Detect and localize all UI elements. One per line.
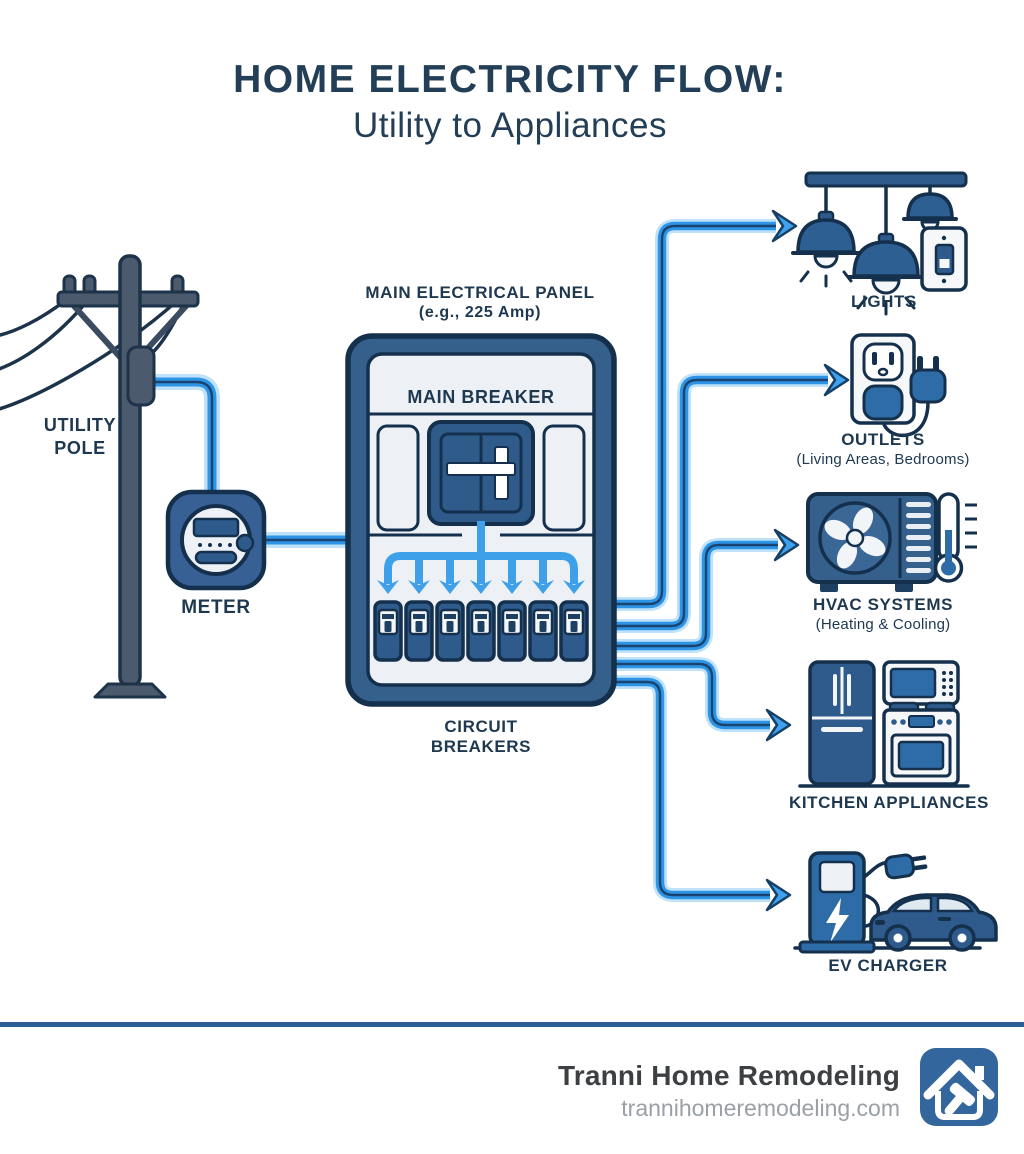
inserted-plug bbox=[862, 384, 904, 421]
vents bbox=[906, 502, 931, 573]
pole-base bbox=[93, 682, 167, 699]
lights-label: LIGHTS bbox=[851, 292, 917, 311]
main-breaker-label: MAIN BREAKER bbox=[407, 387, 555, 407]
kitchen-appliances-icon bbox=[798, 660, 970, 788]
lightning-bolt bbox=[826, 898, 849, 943]
power-wire bbox=[0, 298, 180, 411]
lights-icon bbox=[791, 171, 968, 316]
panel-subtitle: (e.g., 225 Amp) bbox=[418, 304, 542, 321]
outlets-label: OUTLETS bbox=[841, 430, 925, 449]
ev-charger-icon bbox=[793, 851, 998, 954]
power-wire bbox=[0, 298, 68, 337]
bulb bbox=[813, 254, 839, 269]
pole bbox=[118, 254, 142, 688]
refrigerator bbox=[808, 660, 876, 786]
panel-title: MAIN ELECTRICAL PANEL bbox=[365, 283, 595, 302]
footer-text-block: Tranni Home Remodeling trannihomeremodel… bbox=[558, 1060, 900, 1122]
utility-pole-icon bbox=[0, 254, 200, 699]
meter-icon bbox=[165, 489, 267, 591]
arrow-to-outlets bbox=[823, 363, 850, 397]
meter-display bbox=[192, 517, 240, 538]
plug-cord bbox=[881, 400, 930, 438]
hammer-icon bbox=[944, 1082, 976, 1116]
electric-car bbox=[869, 893, 998, 952]
circuit-breakers-label-line2: BREAKERS bbox=[430, 737, 532, 756]
brand-logo bbox=[920, 1048, 998, 1126]
kitchen-label: KITCHEN APPLIANCES bbox=[788, 793, 990, 812]
main-breaker-switch bbox=[427, 420, 535, 526]
service-drop-wire bbox=[150, 382, 212, 492]
brand-name: Tranni Home Remodeling bbox=[558, 1060, 900, 1091]
page-title-line2: Utility to Appliances bbox=[353, 106, 667, 145]
utility-pole-label-line2: POLE bbox=[54, 438, 106, 458]
meter-label: METER bbox=[181, 597, 251, 618]
circuit-breakers-label-line1: CIRCUIT bbox=[444, 717, 518, 736]
charging-station bbox=[798, 851, 876, 954]
house-body bbox=[935, 1091, 983, 1120]
outlets-icon bbox=[850, 333, 947, 438]
meter-dial-notch bbox=[235, 533, 255, 553]
bulb bbox=[871, 278, 901, 295]
transformer-box bbox=[126, 345, 156, 407]
stove bbox=[882, 701, 960, 786]
arrow-to-lights bbox=[771, 209, 798, 243]
chimney bbox=[975, 1066, 984, 1080]
electrical-panel-icon bbox=[345, 333, 617, 707]
hvac-icon bbox=[806, 492, 977, 592]
utility-pole-label: UTILITY POLE bbox=[44, 414, 116, 460]
page-title-line1: HOME ELECTRICITY FLOW: bbox=[233, 58, 787, 101]
brand-website: trannihomeremodeling.com bbox=[621, 1095, 900, 1121]
light-switch bbox=[920, 226, 968, 292]
arrow-to-ev bbox=[765, 878, 792, 912]
circuit-breakers-label: CIRCUIT BREAKERS bbox=[431, 717, 531, 757]
microwave bbox=[882, 660, 960, 706]
hvac-sublabel: (Heating & Cooling) bbox=[815, 616, 951, 633]
utility-pole-label-line1: UTILITY bbox=[43, 415, 117, 435]
arrow-to-hvac bbox=[773, 528, 800, 562]
loose-plug bbox=[909, 368, 947, 404]
hvac-label: HVAC SYSTEMS bbox=[812, 595, 954, 614]
outlets-sublabel: (Living Areas, Bedrooms) bbox=[796, 451, 970, 468]
line-to-ev bbox=[612, 682, 792, 912]
bus-distribution-arrows bbox=[384, 521, 578, 584]
charging-plug bbox=[884, 853, 928, 880]
arrow-to-kitchen bbox=[765, 708, 792, 742]
circuit-breaker-row bbox=[373, 600, 589, 662]
thermometer bbox=[933, 492, 977, 583]
ev-charger-label: EV CHARGER bbox=[828, 956, 948, 975]
house-roof bbox=[923, 1059, 995, 1100]
footer-divider bbox=[0, 1022, 1024, 1027]
